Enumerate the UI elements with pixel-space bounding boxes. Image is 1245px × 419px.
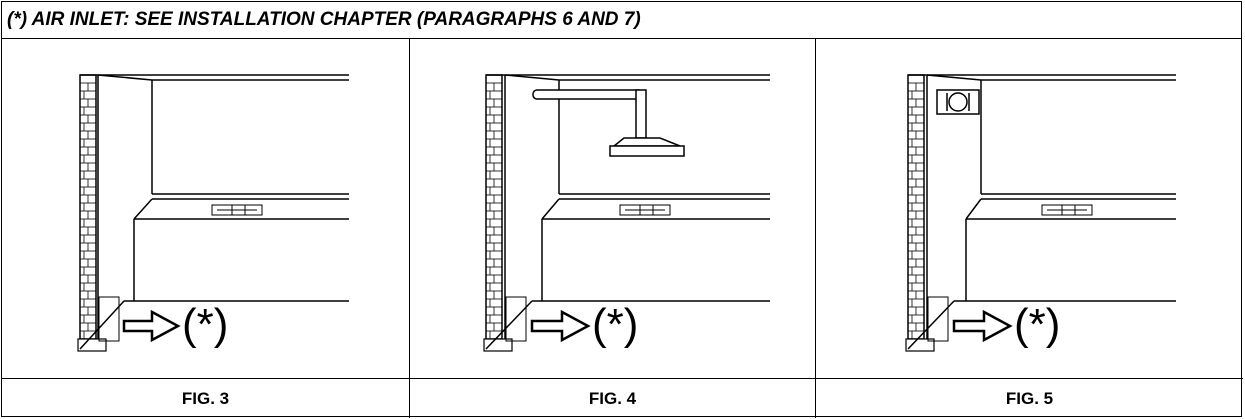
page-title: (*) AIR INLET: SEE INSTALLATION CHAPTER …	[2, 2, 1241, 39]
room-lines-3	[79, 74, 349, 350]
arrow-icon	[122, 309, 181, 343]
brick-base	[905, 338, 935, 352]
air-vent-5	[927, 296, 949, 342]
air-inlet-marker: (*)	[592, 300, 638, 349]
brick-wall-5	[905, 74, 935, 352]
arrow-icon	[952, 309, 1013, 343]
wall-fan-icon	[936, 89, 980, 115]
figure-caption-4: FIG. 4	[410, 378, 816, 418]
brick-base	[77, 338, 107, 352]
air-inlet-marker: (*)	[1014, 300, 1060, 349]
arrow-icon	[530, 309, 591, 343]
kitchen-illustration-4: (*)	[483, 74, 770, 352]
kitchen-illustration-3: (*)	[77, 74, 349, 352]
figure-caption-5: FIG. 5	[816, 378, 1243, 418]
cooktop-4	[619, 204, 671, 216]
brick-base	[483, 338, 513, 352]
cooktop-5	[1041, 204, 1093, 216]
extractor-hood-icon	[532, 89, 685, 157]
room-lines-5	[907, 74, 1176, 350]
brick-wall-3	[77, 74, 107, 352]
brick-wall-4	[483, 74, 513, 352]
figure-panel-3: (*)	[2, 39, 410, 378]
figure-panel-4: (*)	[410, 39, 816, 378]
kitchen-illustration-5: (*)	[905, 74, 1176, 352]
figure-caption-3: FIG. 3	[2, 378, 410, 418]
air-vent-3	[98, 296, 120, 342]
room-lines-4	[485, 74, 770, 350]
cooktop-3	[211, 204, 263, 216]
air-vent-4	[505, 296, 527, 342]
air-inlet-marker: (*)	[182, 300, 228, 349]
figure-panel-5: (*)	[816, 39, 1243, 378]
